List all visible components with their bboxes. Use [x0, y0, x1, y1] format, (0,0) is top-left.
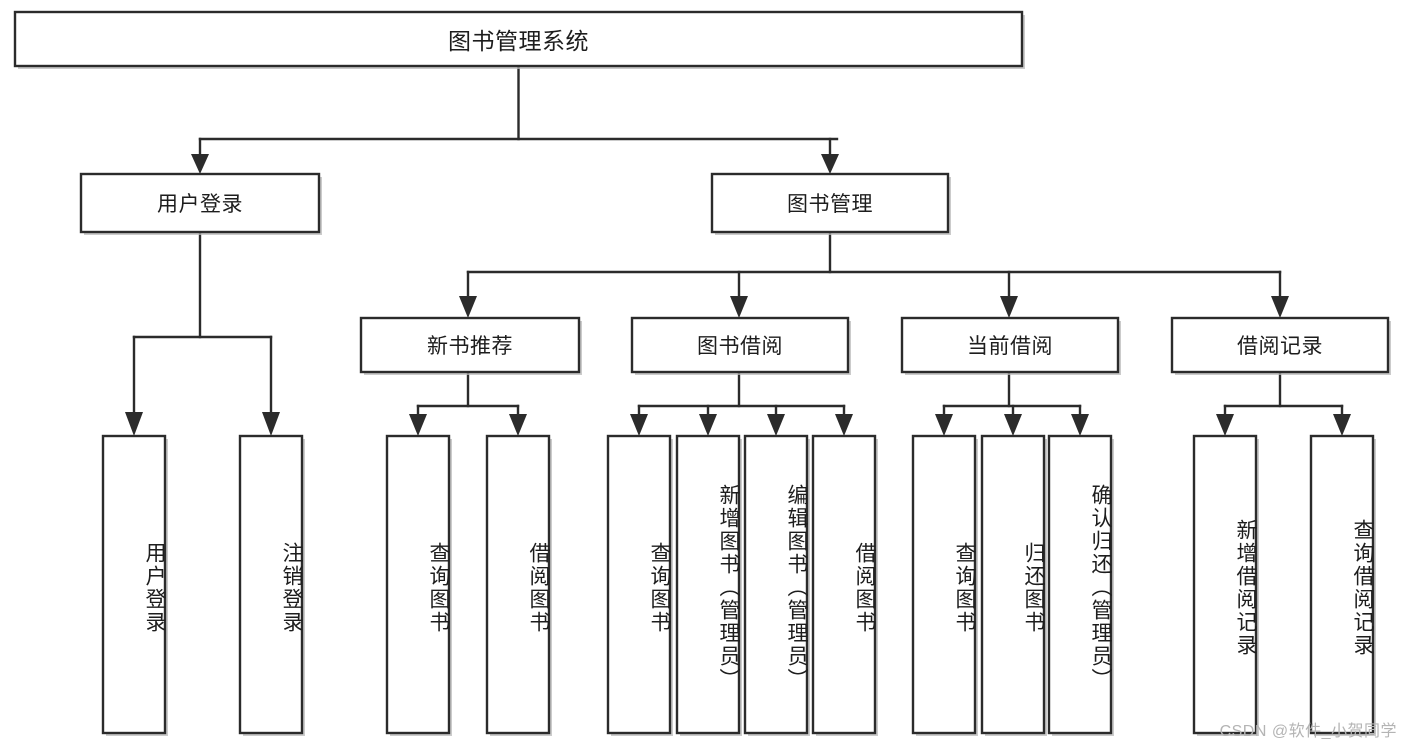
node-box-leaf-query-book-recommend[interactable]: [385, 434, 451, 735]
node-box-new-book-recommend[interactable]: [359, 316, 581, 374]
node-box-book-management[interactable]: [710, 172, 950, 234]
arrow-head-leaf-return-book: [1004, 414, 1022, 436]
node-box-leaf-query-book-current[interactable]: [911, 434, 977, 735]
arrow-head-book-management: [821, 154, 839, 174]
connector-group-user-login: [125, 230, 280, 436]
arrow-head-leaf-borrow-book: [835, 414, 853, 436]
node-box-user-login[interactable]: [79, 172, 321, 234]
watermark-text: CSDN @软件_小贺同学: [1219, 723, 1397, 740]
arrow-head-leaf-query-book-borrow: [630, 414, 648, 436]
node-box-leaf-borrow-book-recommend[interactable]: [485, 434, 551, 735]
arrow-head-leaf-add-book-admin: [699, 414, 717, 436]
arrow-head-new-book-recommend: [459, 296, 477, 318]
arrow-head-user-login: [191, 154, 209, 174]
arrow-head-leaf-query-borrow-record: [1333, 414, 1351, 436]
arrow-head-leaf-logout: [262, 412, 280, 436]
arrow-head-leaf-add-borrow-record: [1216, 414, 1234, 436]
arrow-head-book-borrow: [730, 296, 748, 318]
arrow-head-leaf-user-login: [125, 412, 143, 436]
node-box-root[interactable]: [13, 10, 1024, 68]
node-box-leaf-edit-book-admin[interactable]: [743, 434, 809, 735]
arrow-head-leaf-query-book-current: [935, 414, 953, 436]
connector-group-borrow-record: [1216, 370, 1351, 436]
node-box-leaf-confirm-return-admin[interactable]: [1047, 434, 1113, 735]
node-box-book-borrow[interactable]: [630, 316, 850, 374]
connector-group-book-management: [459, 230, 1289, 318]
connector-group-book-borrow: [630, 370, 853, 436]
arrow-head-leaf-query-book-recommend: [409, 414, 427, 436]
connector-group-new-book-recommend: [409, 370, 527, 436]
node-boxes-layer: [13, 10, 1391, 736]
node-box-leaf-query-book-borrow[interactable]: [606, 434, 672, 735]
node-box-leaf-add-borrow-record[interactable]: [1192, 434, 1258, 735]
arrow-head-current-borrow: [1000, 296, 1018, 318]
arrow-head-leaf-borrow-book-recommend: [509, 414, 527, 436]
node-box-leaf-user-login[interactable]: [101, 434, 167, 735]
connector-group-root: [191, 64, 839, 174]
node-box-leaf-return-book[interactable]: [980, 434, 1046, 735]
node-box-leaf-add-book-admin[interactable]: [675, 434, 741, 735]
node-box-leaf-logout[interactable]: [238, 434, 304, 735]
arrow-head-leaf-confirm-return-admin: [1071, 414, 1089, 436]
arrow-head-borrow-record: [1271, 296, 1289, 318]
node-box-borrow-record[interactable]: [1170, 316, 1390, 374]
arrow-head-leaf-edit-book-admin: [767, 414, 785, 436]
node-box-leaf-query-borrow-record[interactable]: [1309, 434, 1375, 735]
node-box-current-borrow[interactable]: [900, 316, 1120, 374]
connector-group-current-borrow: [935, 370, 1089, 436]
node-box-leaf-borrow-book[interactable]: [811, 434, 877, 735]
